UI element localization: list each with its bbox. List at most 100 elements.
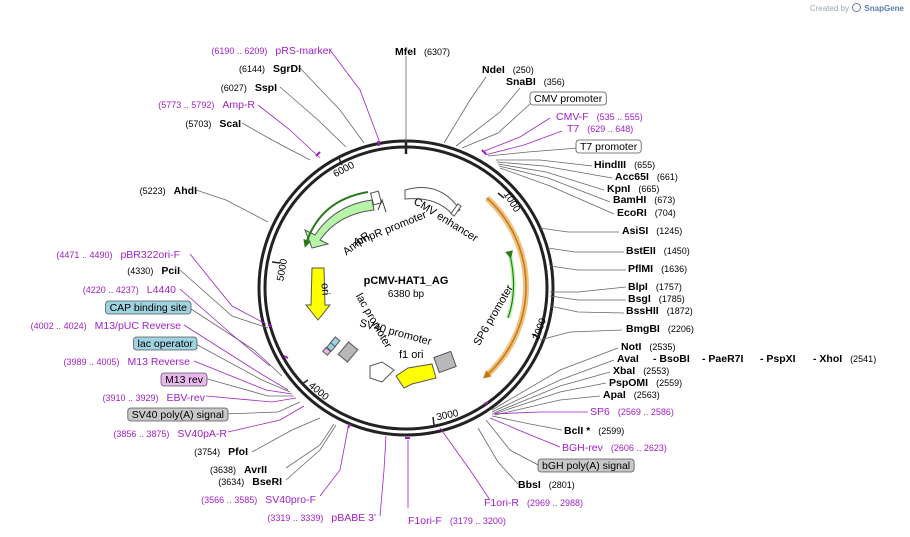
site-name: EcoRI [617,207,647,219]
site-avrii: AvrII (3638) [210,464,267,476]
site-sgrdi: SgrDI(6144) [239,63,301,75]
credit-brand: SnapGene [864,4,904,13]
snapgene-credit: Created by SnapGene [810,3,904,13]
site-box [133,336,198,351]
site-pos: (1450) [664,246,690,256]
site-pos: (2563) [634,390,660,400]
site-name: PspOMI [609,377,648,389]
site-prs-marker: pRS-marker(6190 .. 6209) [211,45,332,57]
site-name: PciI [161,265,180,277]
site-pos: (5703) [185,119,211,129]
site-ndei: NdeI (250) [482,64,534,76]
site-hindiii: HindIII(655) [594,159,655,171]
site-pos: (4220 .. 4237) [83,285,139,295]
site-pos: (704) [655,208,676,218]
site-box [529,91,607,106]
site-sspi: SspI (6027) [221,82,277,94]
site-pos: (4471 .. 4490) [56,250,112,260]
site-snabi: SnaBI(356) [506,76,565,88]
site-name: EBV-rev [166,392,205,404]
site-box [575,139,642,154]
site-name: BclI * [564,425,591,437]
site-m13-puc-reverse: M13/pUC Reverse (4002 .. 4024) [31,320,182,332]
site-asisi: AsiSI(1245) [622,225,682,237]
site-kpni: KpnI(665) [607,183,659,195]
m13-rev-block [322,346,332,356]
site-name: CMV-F [556,111,589,123]
site-box [105,300,192,315]
site-f1ori-f: F1ori-F (3179 .. 3200) [408,515,506,527]
site-pos: (1757) [656,282,682,292]
site-bsshii: BssHII(1872) [626,305,693,317]
site-amp-r: Amp-R (5773 .. 5792) [158,99,255,111]
sv40-promoter-feature [369,361,395,383]
site-bgh-poly-a-signal: bGH poly(A) signal [537,458,635,473]
site-name: Amp-R [222,99,255,111]
site-name: SspI [255,82,277,94]
site-name: BGH-rev [562,442,604,454]
site-apai: ApaI(2563) [603,389,660,401]
site-pos: (5773 .. 5792) [158,100,214,110]
label-sv40-promoter: SV40 promoter [358,317,433,348]
site-pos: (4002 .. 4024) [31,321,87,331]
leader-lines [179,49,627,517]
site-pos: (2553) [643,366,669,376]
site-pbabe-3: pBABE 3'(3319 .. 3339) [267,512,376,524]
site-pos: (2969 .. 2988) [527,498,583,508]
site-t7: T7(629 .. 648) [567,123,633,135]
f1-ori-feature [395,363,437,389]
site-name: SgrDI [273,63,301,75]
site-pos: (665) [638,184,659,194]
ampr-arc [303,191,369,248]
site-sv40pa-r: SV40pA-R(3856 .. 3875) [113,428,227,440]
site-pos: (4330) [127,266,153,276]
site-pos: (3638) [210,465,236,475]
site-pos: (2569 .. 2586) [618,407,674,417]
site-pos: (250) [513,65,534,75]
site-pos: (3179 .. 3200) [450,516,506,526]
site-blpi: BlpI(1757) [628,281,682,293]
site-m13-reverse: M13 Reverse(3989 .. 4005) [64,356,191,368]
site-pos: (6027) [221,83,247,93]
site-name: AvaI [617,353,639,365]
site-name: AhdI [174,185,197,197]
site-bcli: BclI *(2599) [564,425,624,437]
site-name: M13 Reverse [128,356,191,368]
site-name: BseRI [252,476,282,488]
site-ahdi: AhdI(5223) [140,185,197,197]
site-lac-operator: lac operator [133,336,198,351]
site-pos: (1785) [659,294,685,304]
site-mfei: MfeI(6307) [395,46,450,58]
cmv-small-block [450,203,462,217]
sp6-promoter-feature [433,350,457,374]
site-name: AvrII [244,464,267,476]
site-pos: (2206) [668,324,694,334]
site-pos: (3910 .. 3929) [102,393,158,403]
label-ori: ori [318,282,331,295]
site-name: T7 promoter [580,141,638,153]
site-name: AsiSI [622,225,648,237]
site-pos: (2606 .. 2623) [611,443,667,453]
site-sv40pro-f: SV40pro-F(3566 .. 3585) [201,494,316,506]
site-name: M13/pUC Reverse [95,320,182,332]
site-name: NdeI [482,64,505,76]
site-name: SnaBI [506,76,536,88]
site-pos: (2801) [549,480,575,490]
site-pflmi: PflMI(1636) [628,263,687,275]
site-paer7i: - PaeR7I [702,353,744,365]
tick-5000: 5000 [275,258,290,282]
site-name: F1ori-F [408,515,442,527]
site-pos: (673) [654,195,675,205]
site-name: - BsoBI [653,353,690,365]
site-name: BstEII [626,245,656,257]
site-name: M13 rev [165,374,204,386]
features [303,187,530,389]
site-name: bGH poly(A) signal [542,460,630,472]
site-name: pRS-marker [275,45,332,57]
site-t7-promoter: T7 promoter [575,139,642,154]
site-pos: (3754) [194,447,220,457]
site-name: CMV promoter [534,93,603,105]
site-bmgbi: BmgBI(2206) [626,323,694,335]
site-name: PfoI [228,446,248,458]
